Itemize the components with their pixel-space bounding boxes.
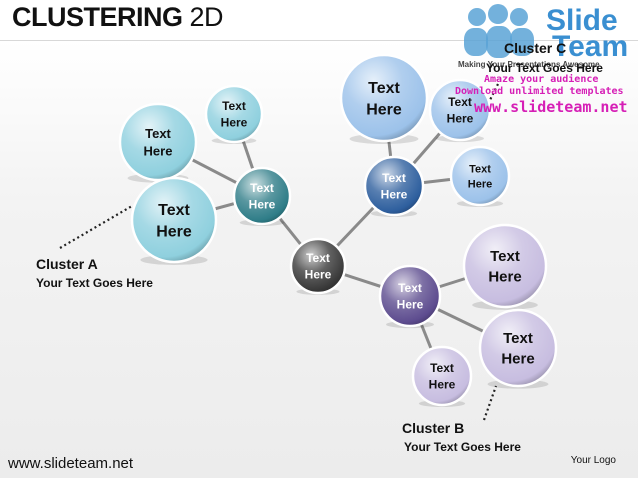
node-label-line: Here: [429, 377, 456, 391]
node-label-line: Here: [249, 197, 276, 211]
node-label-line: Here: [381, 187, 408, 201]
node-label-line: Text: [250, 181, 274, 195]
node-circle: [204, 84, 264, 144]
node-label-line: Here: [501, 350, 534, 367]
node-circle: [378, 264, 442, 328]
cluster-a-subtitle: Your Text Goes Here: [36, 276, 153, 290]
node-circle: [232, 166, 292, 226]
title-bold: CLUSTERING: [12, 2, 183, 32]
node-circle: [449, 145, 511, 207]
node-label-line: Text: [368, 80, 400, 97]
cluster-a-leader: [59, 205, 133, 249]
cluster-b-subtitle: Your Text Goes Here: [404, 440, 521, 454]
node-circle: [411, 345, 473, 407]
node-label-line: Text: [469, 163, 491, 175]
cluster-b-leader: [482, 385, 498, 421]
node-label-line: Text: [158, 202, 190, 219]
node-label-line: Here: [468, 178, 492, 190]
logo-brand-line1: Slide: [546, 4, 618, 37]
node-label-line: Here: [397, 297, 424, 311]
cluster-a-title: Cluster A: [36, 256, 98, 272]
node-circle: [339, 53, 429, 143]
title-light: 2D: [189, 2, 224, 32]
node-circle: [130, 176, 218, 264]
cluster-c-title: Cluster C: [504, 40, 567, 56]
node-label-line: Text: [222, 99, 246, 113]
promo-line-2: Download unlimited templates: [455, 86, 624, 97]
people-icon: [464, 4, 544, 60]
node-circle: [363, 155, 425, 217]
node-label-line: Here: [144, 143, 173, 158]
node-label-line: Text: [503, 330, 533, 347]
cluster-b-title: Cluster B: [402, 420, 465, 436]
node-label-line: Here: [221, 115, 248, 129]
footer-url[interactable]: www.slideteam.net: [8, 455, 134, 472]
page-title: CLUSTERING 2D: [12, 2, 224, 33]
node-label-line: Here: [156, 223, 192, 240]
node-label-line: Text: [382, 171, 406, 185]
leader-lines: [59, 83, 499, 421]
node-label-line: Text: [306, 251, 330, 265]
node-label-line: Here: [366, 101, 402, 118]
node-circle: [462, 223, 548, 309]
node-label-line: Text: [490, 248, 520, 265]
node-label-line: Here: [488, 268, 521, 285]
title-divider: [0, 40, 638, 41]
node-circle: [428, 78, 492, 142]
node-circle: [478, 308, 558, 388]
promo-line-1: Amaze your audience: [484, 74, 599, 85]
node-label-line: Text: [145, 126, 171, 141]
footer-logo-placeholder: Your Logo: [570, 455, 616, 466]
node-circle: [118, 102, 198, 182]
node-label-line: Here: [305, 267, 332, 281]
cluster-c-subtitle: Your Text Goes Here: [486, 61, 603, 75]
logo-tagline: Making Your Presentations Awesome: [458, 60, 600, 69]
node-circle: [289, 237, 347, 295]
node-label-line: Text: [430, 361, 454, 375]
promo-line-3: www.slideteam.net: [474, 98, 628, 116]
node-label-line: Here: [447, 111, 474, 125]
node-label-line: Text: [448, 95, 472, 109]
logo-brand-line2: Team: [552, 30, 629, 63]
slideteam-logo: Slide Team Making Your Presentations Awe…: [458, 4, 636, 74]
node-label-line: Text: [398, 281, 422, 295]
